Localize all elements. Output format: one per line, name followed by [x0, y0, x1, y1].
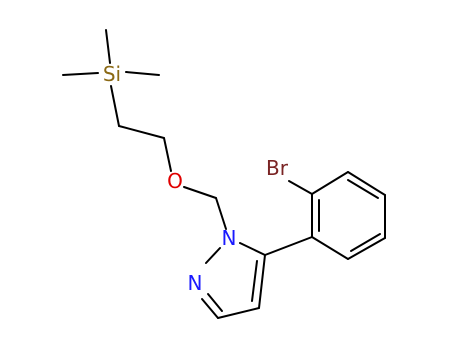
atom-labels: Si O N N Br [103, 62, 289, 295]
bond-ph-c1-c2 [311, 236, 349, 260]
bond-ph-c2-c3 [347, 237, 386, 260]
bond-ph-c5-c6 [311, 171, 349, 195]
bond-si-methyl-left [62, 72, 99, 76]
bond-si-ch2 [110, 85, 120, 127]
bond-c4-c5-double [251, 260, 258, 302]
atom-n1-label: N [222, 226, 237, 250]
bond-ph-c2-c3-double [350, 233, 381, 252]
bond-c4-c5 [258, 254, 266, 309]
bond-n2-c3 [201, 298, 219, 319]
bond-ch2-n1 [215, 197, 227, 230]
bond-o-ch2 [183, 186, 217, 199]
bond-ph-c4-c5-double [347, 179, 379, 199]
bonds [62, 29, 386, 319]
atom-si-label: Si [103, 62, 121, 86]
bond-si-methyl-top [105, 29, 111, 64]
bond-c5-phenyl [264, 236, 313, 256]
bond-ch2-ch2 [118, 125, 165, 139]
bond-c3-c4 [217, 307, 260, 319]
atom-n2-label: N [188, 271, 203, 295]
bond-si-methyl-right [125, 71, 160, 76]
bond-n1-c5 [239, 242, 266, 256]
bond-n1-n2 [205, 247, 221, 264]
bond-n2-c3-double [207, 293, 223, 312]
bond-c-br [288, 180, 313, 195]
atom-o-label: O [167, 169, 183, 193]
bond-ph-c4-c5 [347, 171, 386, 196]
atom-br-label: Br [266, 156, 289, 180]
bond-ch2-o [163, 137, 172, 172]
